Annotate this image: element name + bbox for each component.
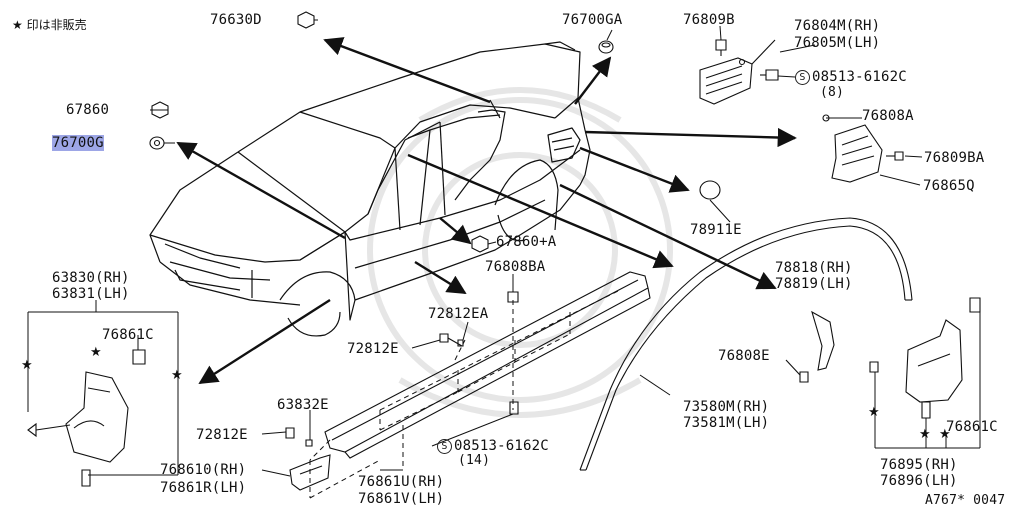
part-qty-08513-bottom: (14) <box>458 453 491 468</box>
non-sale-star-icon: ★ <box>919 427 931 442</box>
highlight-box: 76700G <box>52 135 104 151</box>
screw-symbol: S <box>795 70 810 85</box>
part-label-76861u[interactable]: 76861U(RH) <box>358 474 445 490</box>
leader-lines <box>150 19 923 245</box>
clip-76809b-drawing <box>715 39 727 56</box>
roof-molding-drawing <box>579 217 913 471</box>
part-number-text-bottom: 08513-6162C <box>454 438 549 454</box>
part-label-76808a[interactable]: 76808A <box>862 108 914 124</box>
part-label-76865q[interactable]: 76865Q <box>923 178 975 194</box>
part-label-78818[interactable]: 78818(RH) <box>775 260 853 276</box>
part-label-72812e-mid[interactable]: 72812E <box>347 341 399 357</box>
part-label-67860a[interactable]: 67860+A <box>496 234 557 250</box>
part-label-67860[interactable]: 67860 <box>66 102 110 118</box>
non-sale-star-icon: ★ <box>21 358 33 373</box>
sill-clips-drawing <box>285 291 519 447</box>
part-label-78819[interactable]: 78819(LH) <box>775 276 853 292</box>
watermark-emblem <box>367 87 673 418</box>
part-qty-08513-top: (8) <box>820 85 845 100</box>
non-sale-star-icon: ★ <box>171 368 183 383</box>
part-number-text: 08513-6162C <box>812 69 907 85</box>
part-label-78911e[interactable]: 78911E <box>690 222 742 238</box>
part-label-76808ba[interactable]: 76808BA <box>485 259 546 275</box>
part-label-76809b[interactable]: 76809B <box>683 12 735 28</box>
screw-76804m-drawing <box>760 69 796 81</box>
bracket-lines-right <box>874 312 981 449</box>
part-label-63832e[interactable]: 63832E <box>277 397 329 413</box>
mudguard-76865q-drawing <box>822 114 904 183</box>
sill-molding-drawing <box>324 271 651 459</box>
car-body <box>149 41 591 337</box>
non-sale-note: ★ 印は非販売 <box>12 18 87 32</box>
non-sale-star-icon: ★ <box>90 345 102 360</box>
part-label-73581m[interactable]: 73581M(LH) <box>683 415 770 431</box>
bracket-lines-left <box>27 300 179 476</box>
mudflap-right-drawing <box>869 297 981 419</box>
part-label-73580m[interactable]: 73580M(RH) <box>683 399 770 415</box>
bracket-76804m-drawing <box>699 39 776 105</box>
part-label-76700g-highlighted[interactable]: 76700G <box>52 135 104 151</box>
non-sale-star-icon: ★ <box>939 427 951 442</box>
diagram-code: A767* 0047 <box>925 493 1006 508</box>
part-label-76861c-left[interactable]: 76861C <box>102 327 154 343</box>
sill-dashed-lines <box>309 289 621 499</box>
part-label-76804m[interactable]: 76804M(RH) <box>794 18 881 34</box>
part-label-76809ba[interactable]: 76809BA <box>924 150 985 166</box>
part-label-72812ea[interactable]: 72812EA <box>428 306 489 322</box>
cap-67860a-drawing <box>471 235 489 253</box>
part-label-768610[interactable]: 768610(RH) <box>160 462 247 478</box>
callout-arrows <box>176 37 797 385</box>
part-label-76700ga[interactable]: 76700GA <box>562 12 623 28</box>
part-label-76896[interactable]: 76896(LH) <box>880 473 958 489</box>
part-label-76861v[interactable]: 76861V(LH) <box>358 491 445 507</box>
cap-76630d-drawing <box>297 11 315 29</box>
grommet-76700g-drawing <box>149 136 165 150</box>
cap-67860-drawing <box>151 101 169 119</box>
part-label-76895[interactable]: 76895(RH) <box>880 457 958 473</box>
leader-lines-lower <box>261 274 671 477</box>
part-label-76630d[interactable]: 76630D <box>210 12 262 28</box>
part-label-76861r[interactable]: 76861R(LH) <box>160 480 247 496</box>
grommet-76700ga-drawing <box>598 40 614 54</box>
plug-78911e-drawing <box>699 180 721 200</box>
sill-end-cap-drawing <box>289 454 331 491</box>
part-label-76808e[interactable]: 76808E <box>718 348 770 364</box>
mudflap-left-drawing <box>27 349 146 487</box>
part-label-76861c-right[interactable]: 76861C <box>946 419 998 435</box>
part-label-63830[interactable]: 63830(RH) <box>52 270 130 286</box>
screw-symbol-bottom: S <box>437 439 452 454</box>
part-label-72812e-low[interactable]: 72812E <box>196 427 248 443</box>
part-label-76805m[interactable]: 76805M(LH) <box>794 35 881 51</box>
non-sale-star-icon: ★ <box>868 405 880 420</box>
part-label-63831[interactable]: 63831(LH) <box>52 286 130 302</box>
molding-78818-drawing <box>785 310 835 383</box>
